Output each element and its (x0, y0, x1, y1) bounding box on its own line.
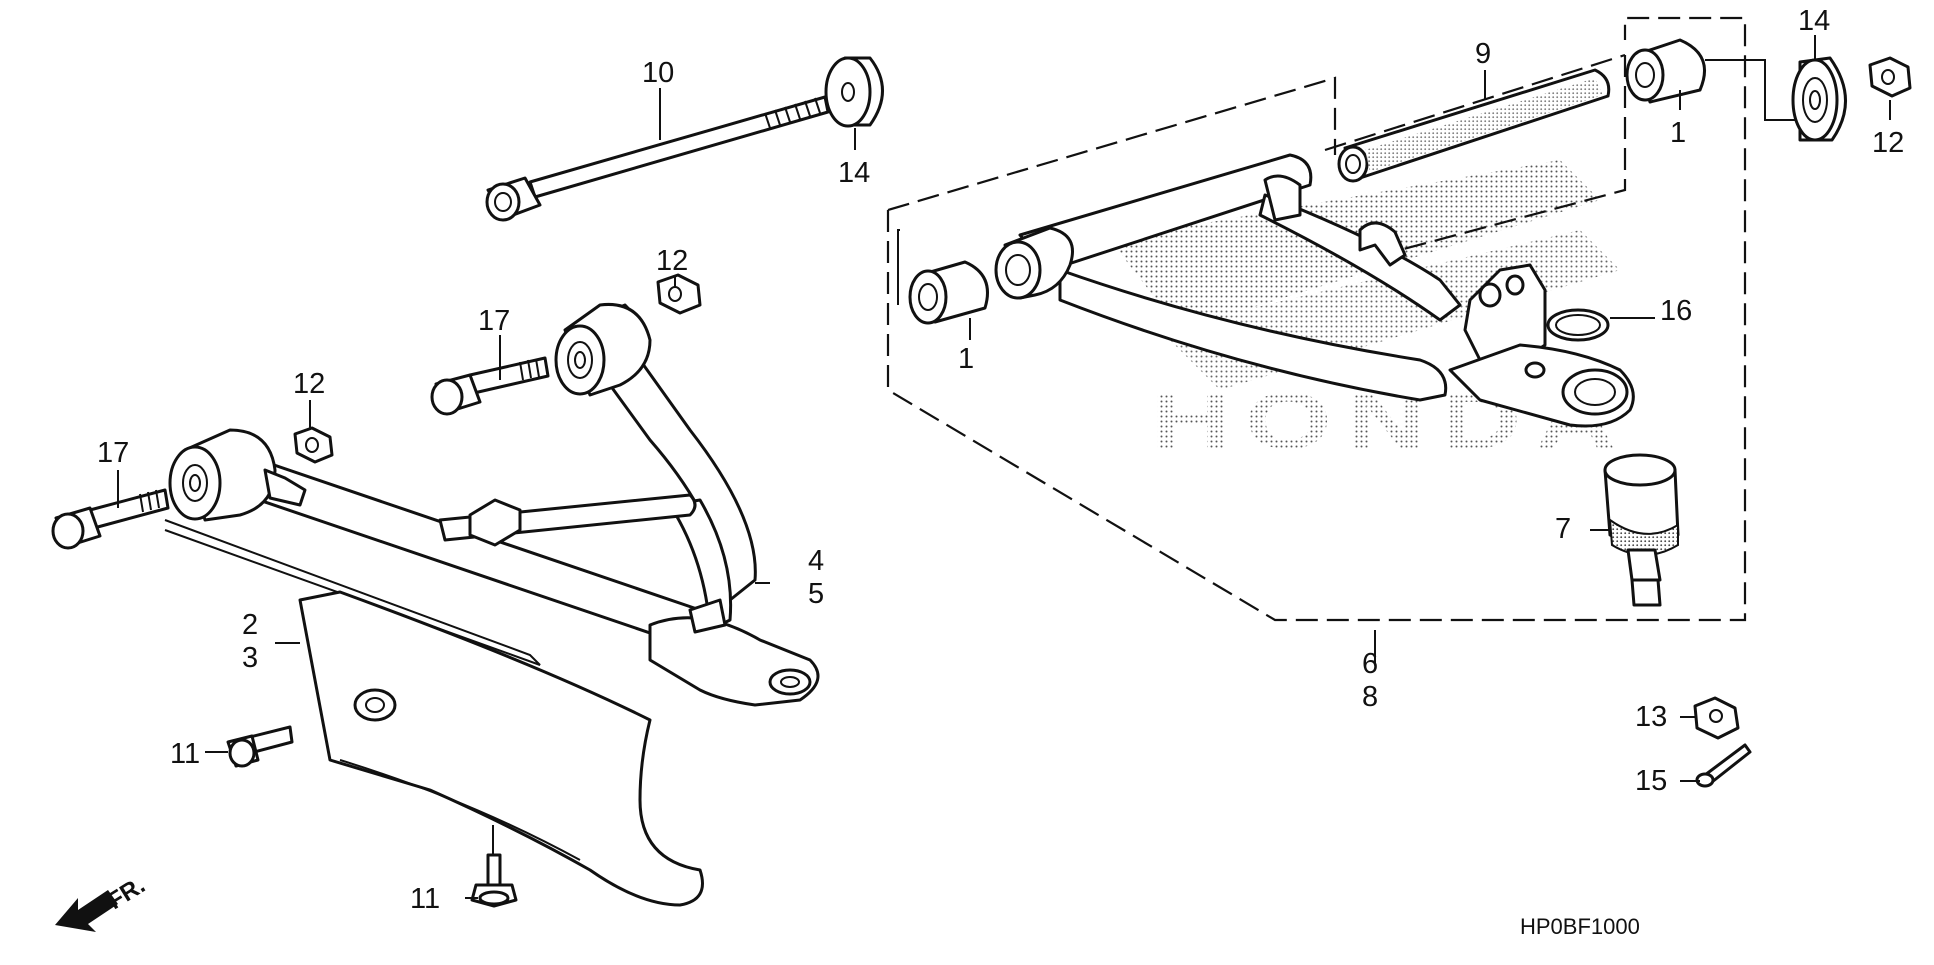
callout-11-left: 11 (170, 738, 200, 770)
front-direction-arrow: FR. (55, 872, 150, 932)
bolt-17-lower (51, 488, 170, 550)
callout-14-left: 14 (838, 157, 870, 189)
nut-12-upper (656, 273, 702, 315)
shock-mount-bracket (1463, 263, 1547, 367)
circlip-16 (1546, 308, 1610, 342)
callout-11-bottom: 11 (410, 883, 440, 915)
upper-arm-bush (554, 302, 652, 397)
bolt-17-upper (430, 356, 550, 416)
callout-10: 10 (642, 57, 674, 89)
callout-6: 6 (1362, 648, 1378, 680)
collar-1-left (908, 260, 989, 325)
callout-13: 13 (1635, 701, 1667, 733)
callout-numbers: 10 14 12 17 12 17 4 5 2 3 11 11 1 9 1 14… (97, 5, 1904, 915)
washer-14-right (1791, 56, 1847, 142)
nut-12-left (293, 426, 334, 464)
callout-12-right: 12 (1872, 127, 1904, 159)
callout-12-upper: 12 (656, 245, 688, 277)
lower-arm-bush (168, 428, 277, 522)
bolt-11-bottom (470, 853, 518, 908)
upper-arm-assembly (430, 56, 884, 632)
callout-15: 15 (1635, 765, 1667, 797)
group-outline-6-8 (886, 16, 1747, 622)
callout-14-right: 14 (1798, 5, 1830, 37)
knuckle-plate (1448, 343, 1635, 428)
callout-9: 9 (1475, 38, 1491, 70)
group-outline-9 (1324, 53, 1627, 252)
callout-1-right: 1 (1670, 117, 1686, 149)
ball-joint-7 (1603, 453, 1680, 607)
callout-12-left: 12 (293, 368, 325, 400)
callout-7: 7 (1555, 513, 1571, 545)
callout-16: 16 (1660, 295, 1692, 327)
leader-lines (117, 35, 1891, 899)
skid-plate (298, 590, 704, 907)
callout-3: 3 (242, 642, 258, 674)
lower-arm-right (886, 16, 1912, 788)
catalog-code: HP0BF1000 (1520, 914, 1640, 939)
callout-17-lower: 17 (97, 437, 129, 469)
callout-17-upper: 17 (478, 305, 510, 337)
bolt-11-left (226, 725, 294, 768)
washer-14-left (824, 56, 884, 128)
collar-1-right (1625, 38, 1706, 104)
arm-pivot-bush (994, 226, 1074, 300)
nut-12-right (1868, 56, 1912, 98)
callout-1-left: 1 (958, 343, 974, 375)
castle-nut-13 (1693, 696, 1740, 740)
callout-4: 4 (808, 545, 824, 577)
callout-5: 5 (808, 578, 824, 610)
bolt-10 (485, 95, 830, 222)
callout-8: 8 (1362, 681, 1378, 713)
callout-2: 2 (242, 609, 258, 641)
lower-arm-left (51, 426, 820, 908)
cotter-pin-15 (1695, 743, 1752, 788)
tube-9 (1337, 68, 1611, 183)
